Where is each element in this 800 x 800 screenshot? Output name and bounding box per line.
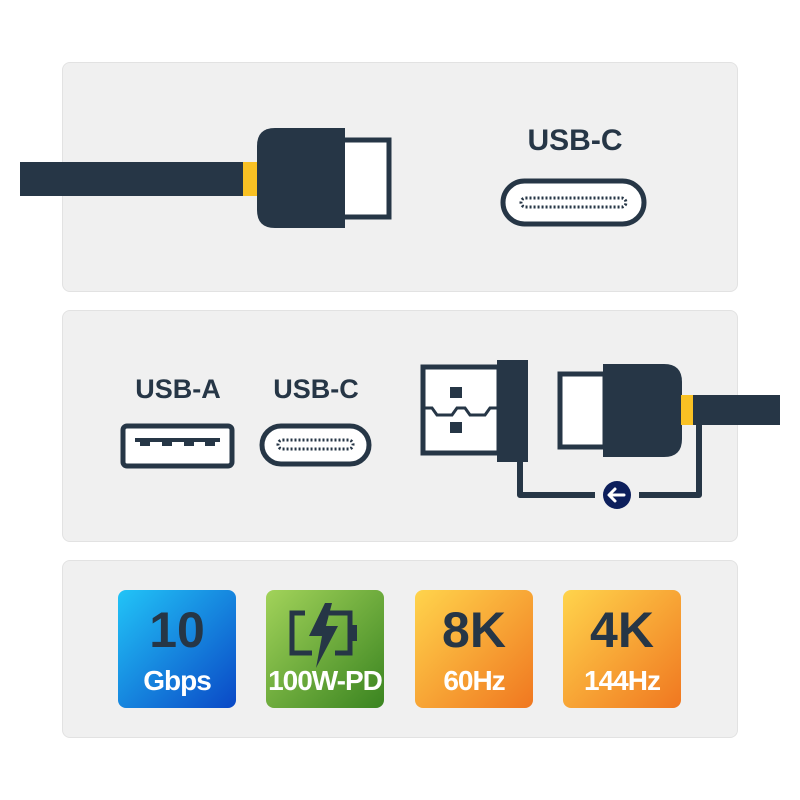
badge-bg-4k [563,590,681,708]
usb-a-label: USB-A [135,374,221,404]
badge-8k: 8K 60Hz [415,590,533,708]
badge-4k-rate: 144Hz [584,665,661,696]
badge-4k-value: 4K [590,602,654,658]
badge-power: 100W-PD [266,590,384,708]
badge-4k: 4K 144Hz [563,590,681,708]
usb-c-cable-icon [20,128,392,228]
usb-a-plug-icon [420,360,528,462]
badge-8k-rate: 60Hz [443,665,505,696]
badge-speed-value: 10 [149,602,205,658]
badge-power-label: 100W-PD [268,665,383,696]
badge-speed: 10 Gbps [118,590,236,708]
usb-c-label: USB-C [273,374,359,404]
usb-c-plug-icon [557,364,780,457]
usb-a-port-icon [120,423,235,469]
arrow-left-icon [603,481,631,509]
battery-charging-icon [289,603,357,668]
usb-c-port-icon-2 [259,423,372,467]
usb-c-label-top: USB-C [527,124,623,157]
badge-speed-unit: Gbps [143,665,212,696]
badge-8k-value: 8K [442,602,506,658]
usb-c-port-icon [500,178,647,227]
badge-bg-8k [415,590,533,708]
badge-bg-speed [118,590,236,708]
connection-line [517,424,702,498]
